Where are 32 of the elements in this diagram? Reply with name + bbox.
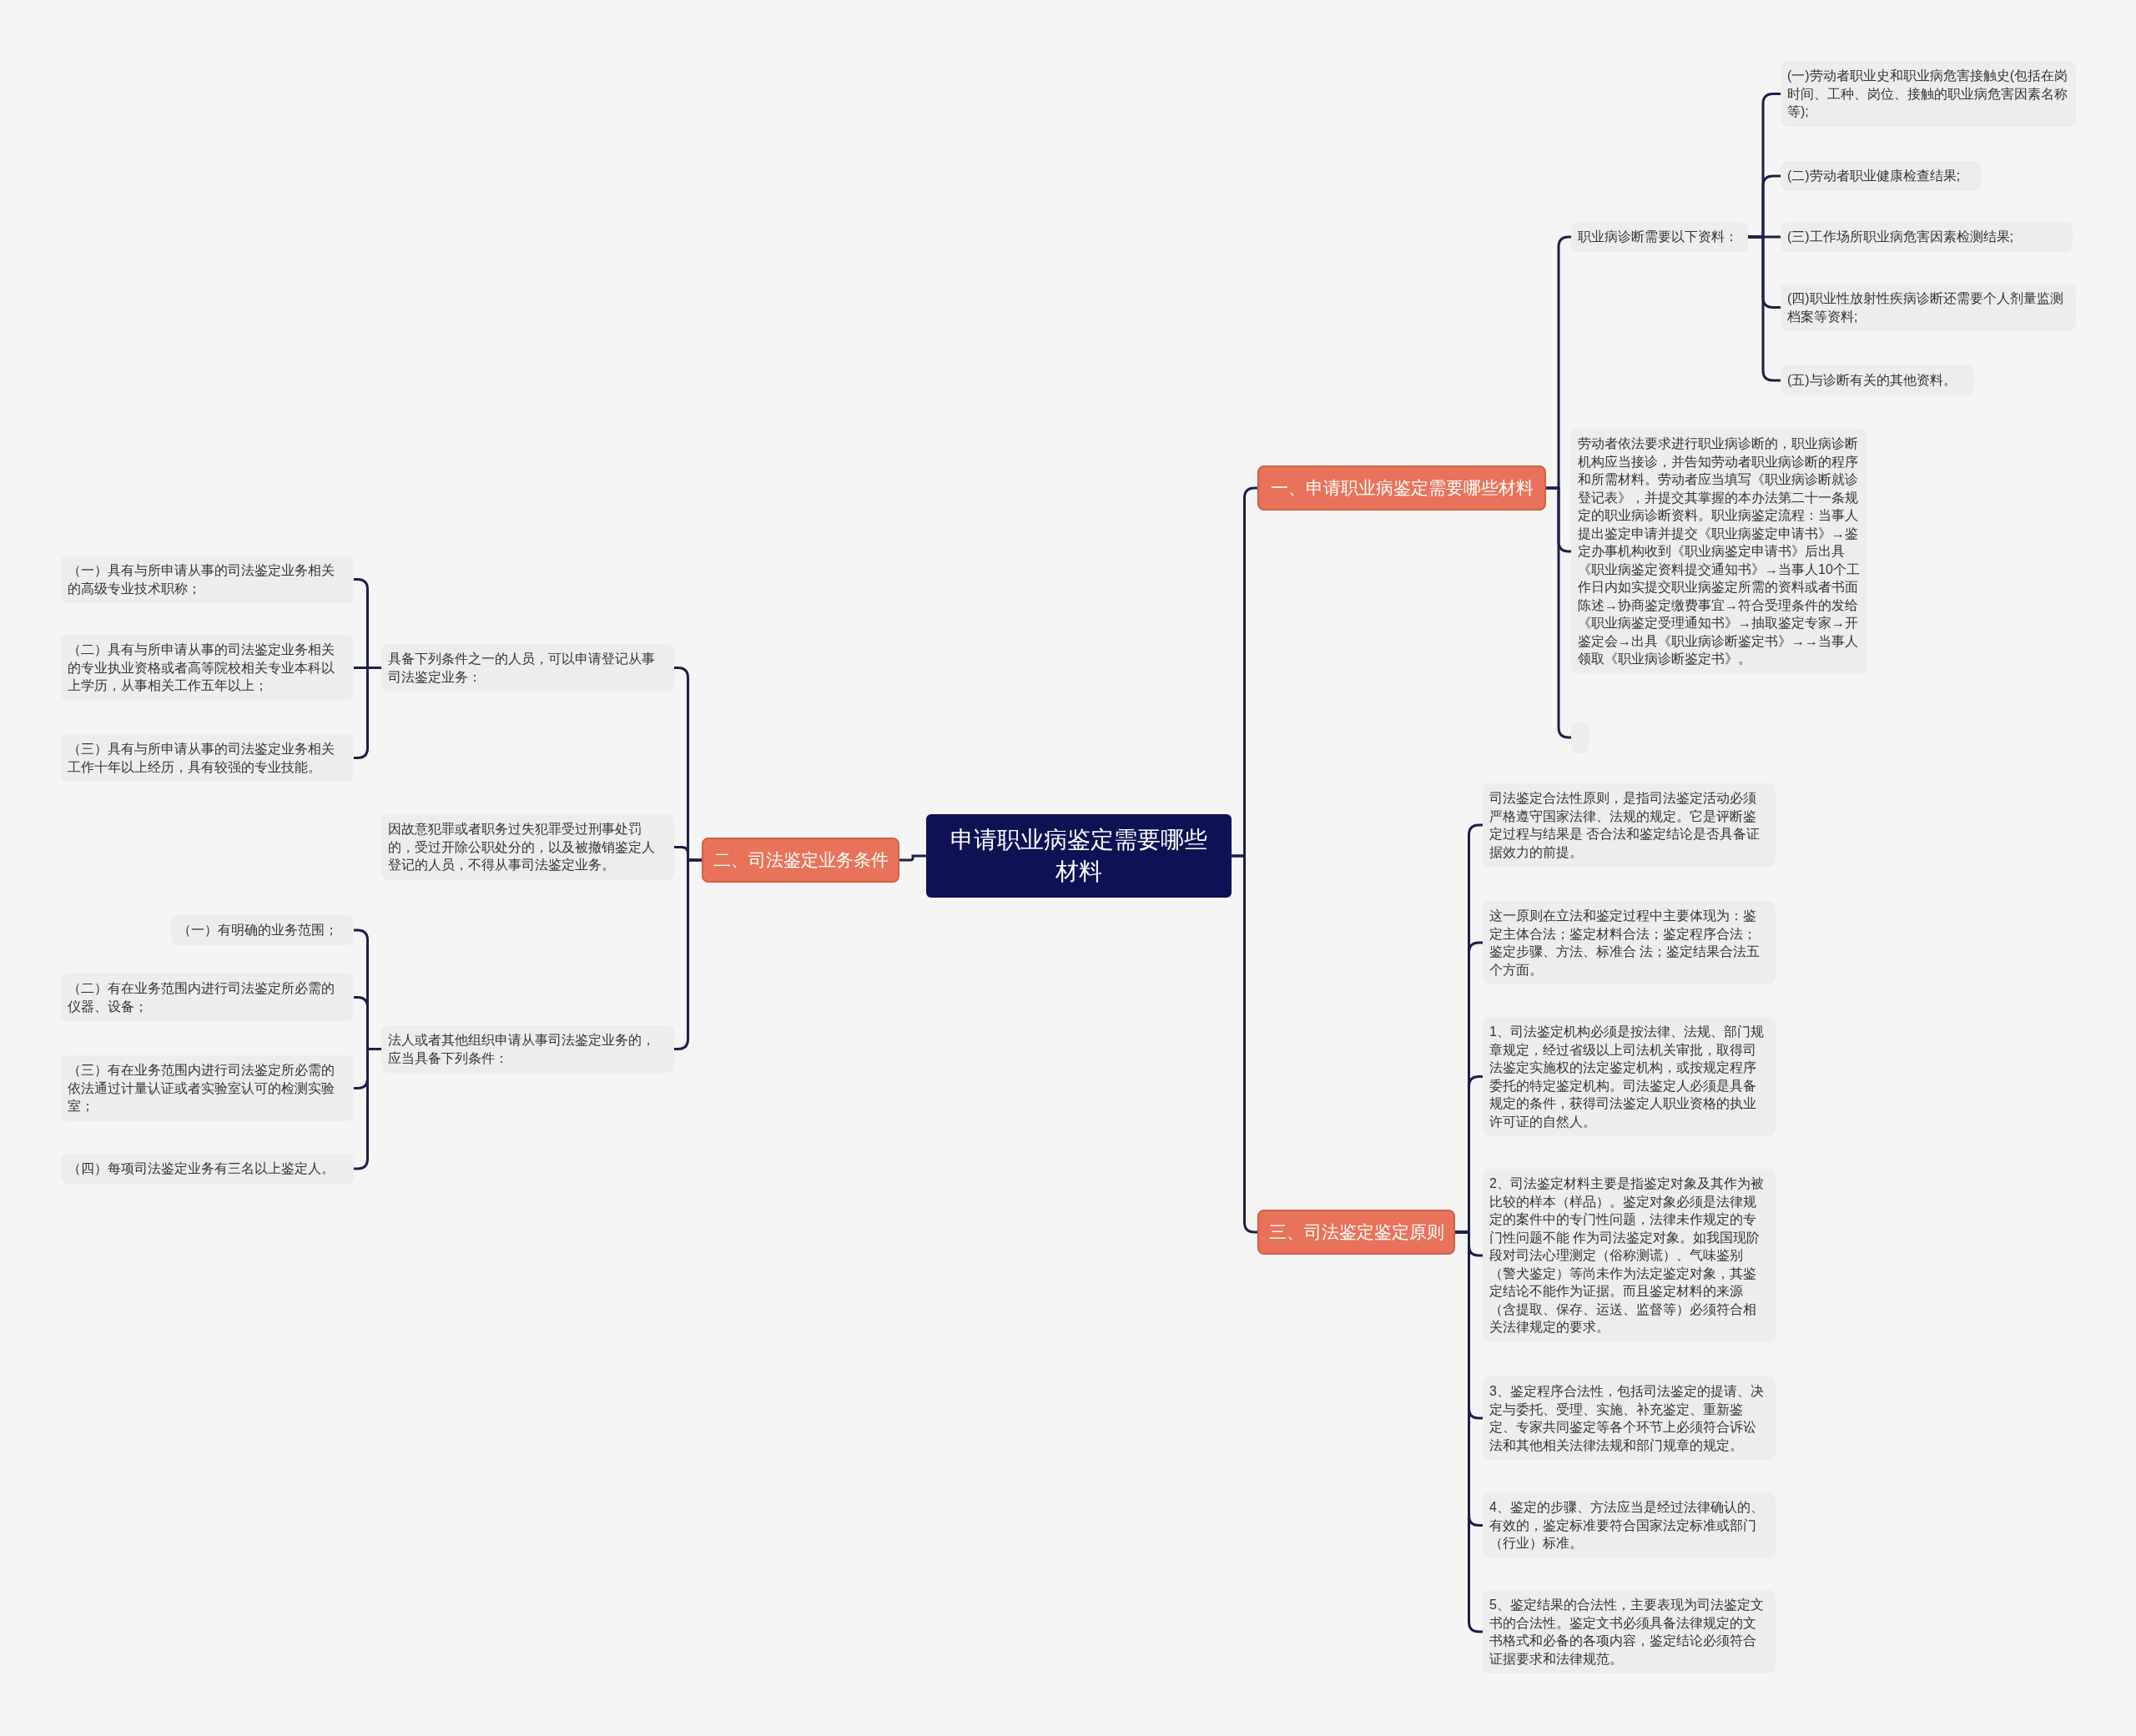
- empty-box: [1571, 722, 1589, 753]
- connector-line: [1455, 1230, 1483, 1633]
- text-box: (五)与诊断有关的其他资料。: [1781, 365, 1974, 395]
- text-box: （一）有明确的业务范围；: [171, 915, 354, 945]
- text-box: 法人或者其他组织申请从事司法鉴定业务的，应当具备下列条件：: [381, 1025, 674, 1073]
- text-box: (二)劳动者职业健康检查结果;: [1781, 161, 1981, 191]
- text-box: 5、鉴定结果的合法性，主要表现为司法鉴定文书的合法性。鉴定文书必须具备法律规定的文书格式和必备的各项内容，鉴定结论必须符合证据要求和法律规范。: [1483, 1590, 1776, 1673]
- text-box: （三）具有与所申请从事的司法鉴定业务相关工作十年以上经历，具有较强的专业技能。: [61, 734, 354, 782]
- text-box: 4、鉴定的步骤、方法应当是经过法律确认的、有效的，鉴定标准要符合国家法定标准或部门（行业）标准。: [1483, 1492, 1776, 1558]
- connector-line: [1748, 235, 1781, 382]
- branch-topic-box: 三、司法鉴定鉴定原则: [1257, 1210, 1455, 1255]
- connector-line: [899, 854, 926, 862]
- text-box: 司法鉴定合法性原则，是指司法鉴定活动必须严格遵守国家法律、法规的规定。它是评断鉴定过程与结果是 否合法和鉴定结论是否具备证据效力的前提。: [1483, 783, 1776, 867]
- text-box: 因故意犯罪或者职务过失犯罪受过刑事处罚的，受过开除公职处分的，以及被撤销鉴定人登记的人员，不得从事司法鉴定业务。: [381, 814, 674, 880]
- text-box: 3、鉴定程序合法性，包括司法鉴定的提请、决定与委托、受理、实施、补充鉴定、重新鉴定、专家共同鉴定等各个环节上必须符合诉讼法和其他相关法律法规和部门规章的规定。: [1483, 1376, 1776, 1460]
- text-box: （二）具有与所申请从事的司法鉴定业务相关的专业执业资格或者高等院校相关专业本科以上学历，从事相关工作五年以上；: [61, 635, 354, 701]
- text-box: (四)职业性放射性疾病诊断还需要个人剂量监测档案等资料;: [1781, 284, 2076, 331]
- branch-topic-box: 二、司法鉴定业务条件: [702, 838, 899, 883]
- text-box: 这一原则在立法和鉴定过程中主要体现为：鉴定主体合法；鉴定材料合法；鉴定程序合法；鉴定步骤、方法、标准合 法；鉴定结果合法五个方面。: [1483, 901, 1776, 984]
- text-box: （三）有在业务范围内进行司法鉴定所必需的依法通过计量认证或者实验室认可的检测实验室；: [61, 1055, 354, 1121]
- text-box: (一)劳动者职业史和职业病危害接触史(包括在岗时间、工种、岗位、接触的职业病危害因素名称等);: [1781, 61, 2076, 127]
- text-box: 劳动者依法要求进行职业病诊断的，职业病诊断机构应当接诊，并告知劳动者职业病诊断的程序和所需材料。劳动者应当填写《职业病诊断就诊登记表》，并提交其掌握的本办法第二十一条规定的职业病诊断资料。职业病鉴定流程：当事人提出鉴定申请并提交《职业病鉴定申请书》→鉴定办事机构收到《职业病鉴定申请书》后出具《职业病鉴定资料提交通知书》→当事人10个工作日内如实提交职业病鉴定所需的资料或者书面陈述→协商鉴定缴费事宜→符合受理条件的发给《职业病鉴定受理通知书》→抽取鉴定专家→开鉴定会→出具《职业病诊断鉴定书》→→当事人领取《职业病诊断鉴定书》。: [1571, 429, 1866, 674]
- text-box: 职业病诊断需要以下资料：: [1571, 222, 1748, 252]
- central-topic-box: 申请职业病鉴定需要哪些材料: [926, 814, 1232, 898]
- text-box: (三)工作场所职业病危害因素检测结果;: [1781, 222, 2073, 252]
- text-box: 具备下列条件之一的人员，可以申请登记从事司法鉴定业务：: [381, 644, 674, 692]
- text-box: （四）每项司法鉴定业务有三名以上鉴定人。: [61, 1154, 354, 1184]
- branch-topic-box: 一、申请职业病鉴定需要哪些材料: [1257, 465, 1546, 511]
- text-box: 2、司法鉴定材料主要是指鉴定对象及其作为被比较的样本（样品）。鉴定对象必须是法律规定的案件中的专门性问题，法律未作规定的专门性问题不能 作为司法鉴定对象。如我国现阶段对司法心理测定（俗称测谎）、气味鉴别（警犬鉴定）等尚未作为法定鉴定对象，其鉴定结论不能作为证据。而且鉴定材料的来源（含提取、保存、运送、监督等）必须符合相关法律规定的要求。: [1483, 1169, 1776, 1342]
- text-box: （一）具有与所申请从事的司法鉴定业务相关的高级专业技术职称；: [61, 556, 354, 603]
- text-box: （二）有在业务范围内进行司法鉴定所必需的仪器、设备；: [61, 974, 354, 1021]
- text-box: 1、司法鉴定机构必须是按法律、法规、部门规章规定，经过省级以上司法机关审批，取得司法鉴定实施权的法定鉴定机构，或按规定程序委托的特定鉴定机构。司法鉴定人必须是具备规定的条件，获得司法鉴定人职业资格的执业许可证的自然人。: [1483, 1017, 1776, 1136]
